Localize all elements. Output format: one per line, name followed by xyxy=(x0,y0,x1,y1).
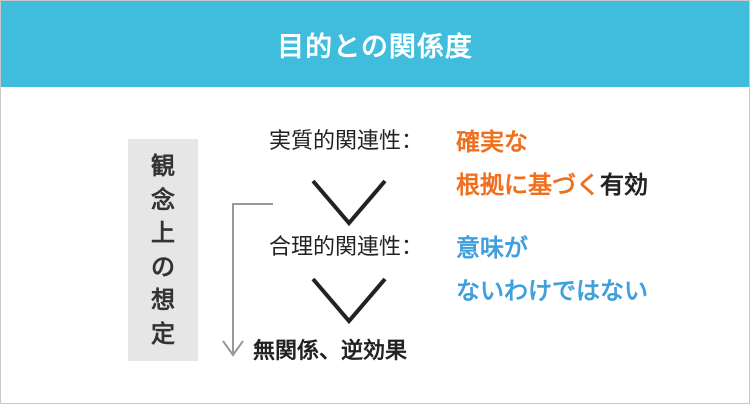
level-2-value-line2: ないわけではない xyxy=(456,277,648,305)
side-label-char: 想 xyxy=(151,286,175,315)
side-label-char: 上 xyxy=(151,219,175,248)
side-label-char: の xyxy=(151,252,175,281)
side-label-char: 定 xyxy=(151,319,175,348)
chevron-down-icon xyxy=(311,179,387,227)
side-label-char: 観 xyxy=(151,152,175,181)
header-banner: 目的との関係度 xyxy=(1,1,749,87)
side-label-box: 観 念 上 の 想 定 xyxy=(128,139,198,361)
level-2-value-line1: 意味が xyxy=(456,234,528,262)
level-1-value-highlight: 根拠に基づく xyxy=(456,171,600,199)
bracket-line xyxy=(232,203,273,353)
chevron-down-icon xyxy=(311,277,387,325)
header-title: 目的との関係度 xyxy=(277,31,473,63)
level-3-label: 無関係、逆効果 xyxy=(253,339,408,364)
level-1-value-line2: 根拠に基づく有効 xyxy=(456,173,648,197)
bracket-arrowhead xyxy=(222,340,244,357)
level-1-value-normal: 有効 xyxy=(600,171,648,199)
side-label-char: 念 xyxy=(151,185,175,214)
level-1-value-line1: 確実な xyxy=(456,128,528,156)
level-1-label: 実質的関連性： xyxy=(269,129,424,154)
level-2-label: 合理的関連性： xyxy=(269,235,424,260)
